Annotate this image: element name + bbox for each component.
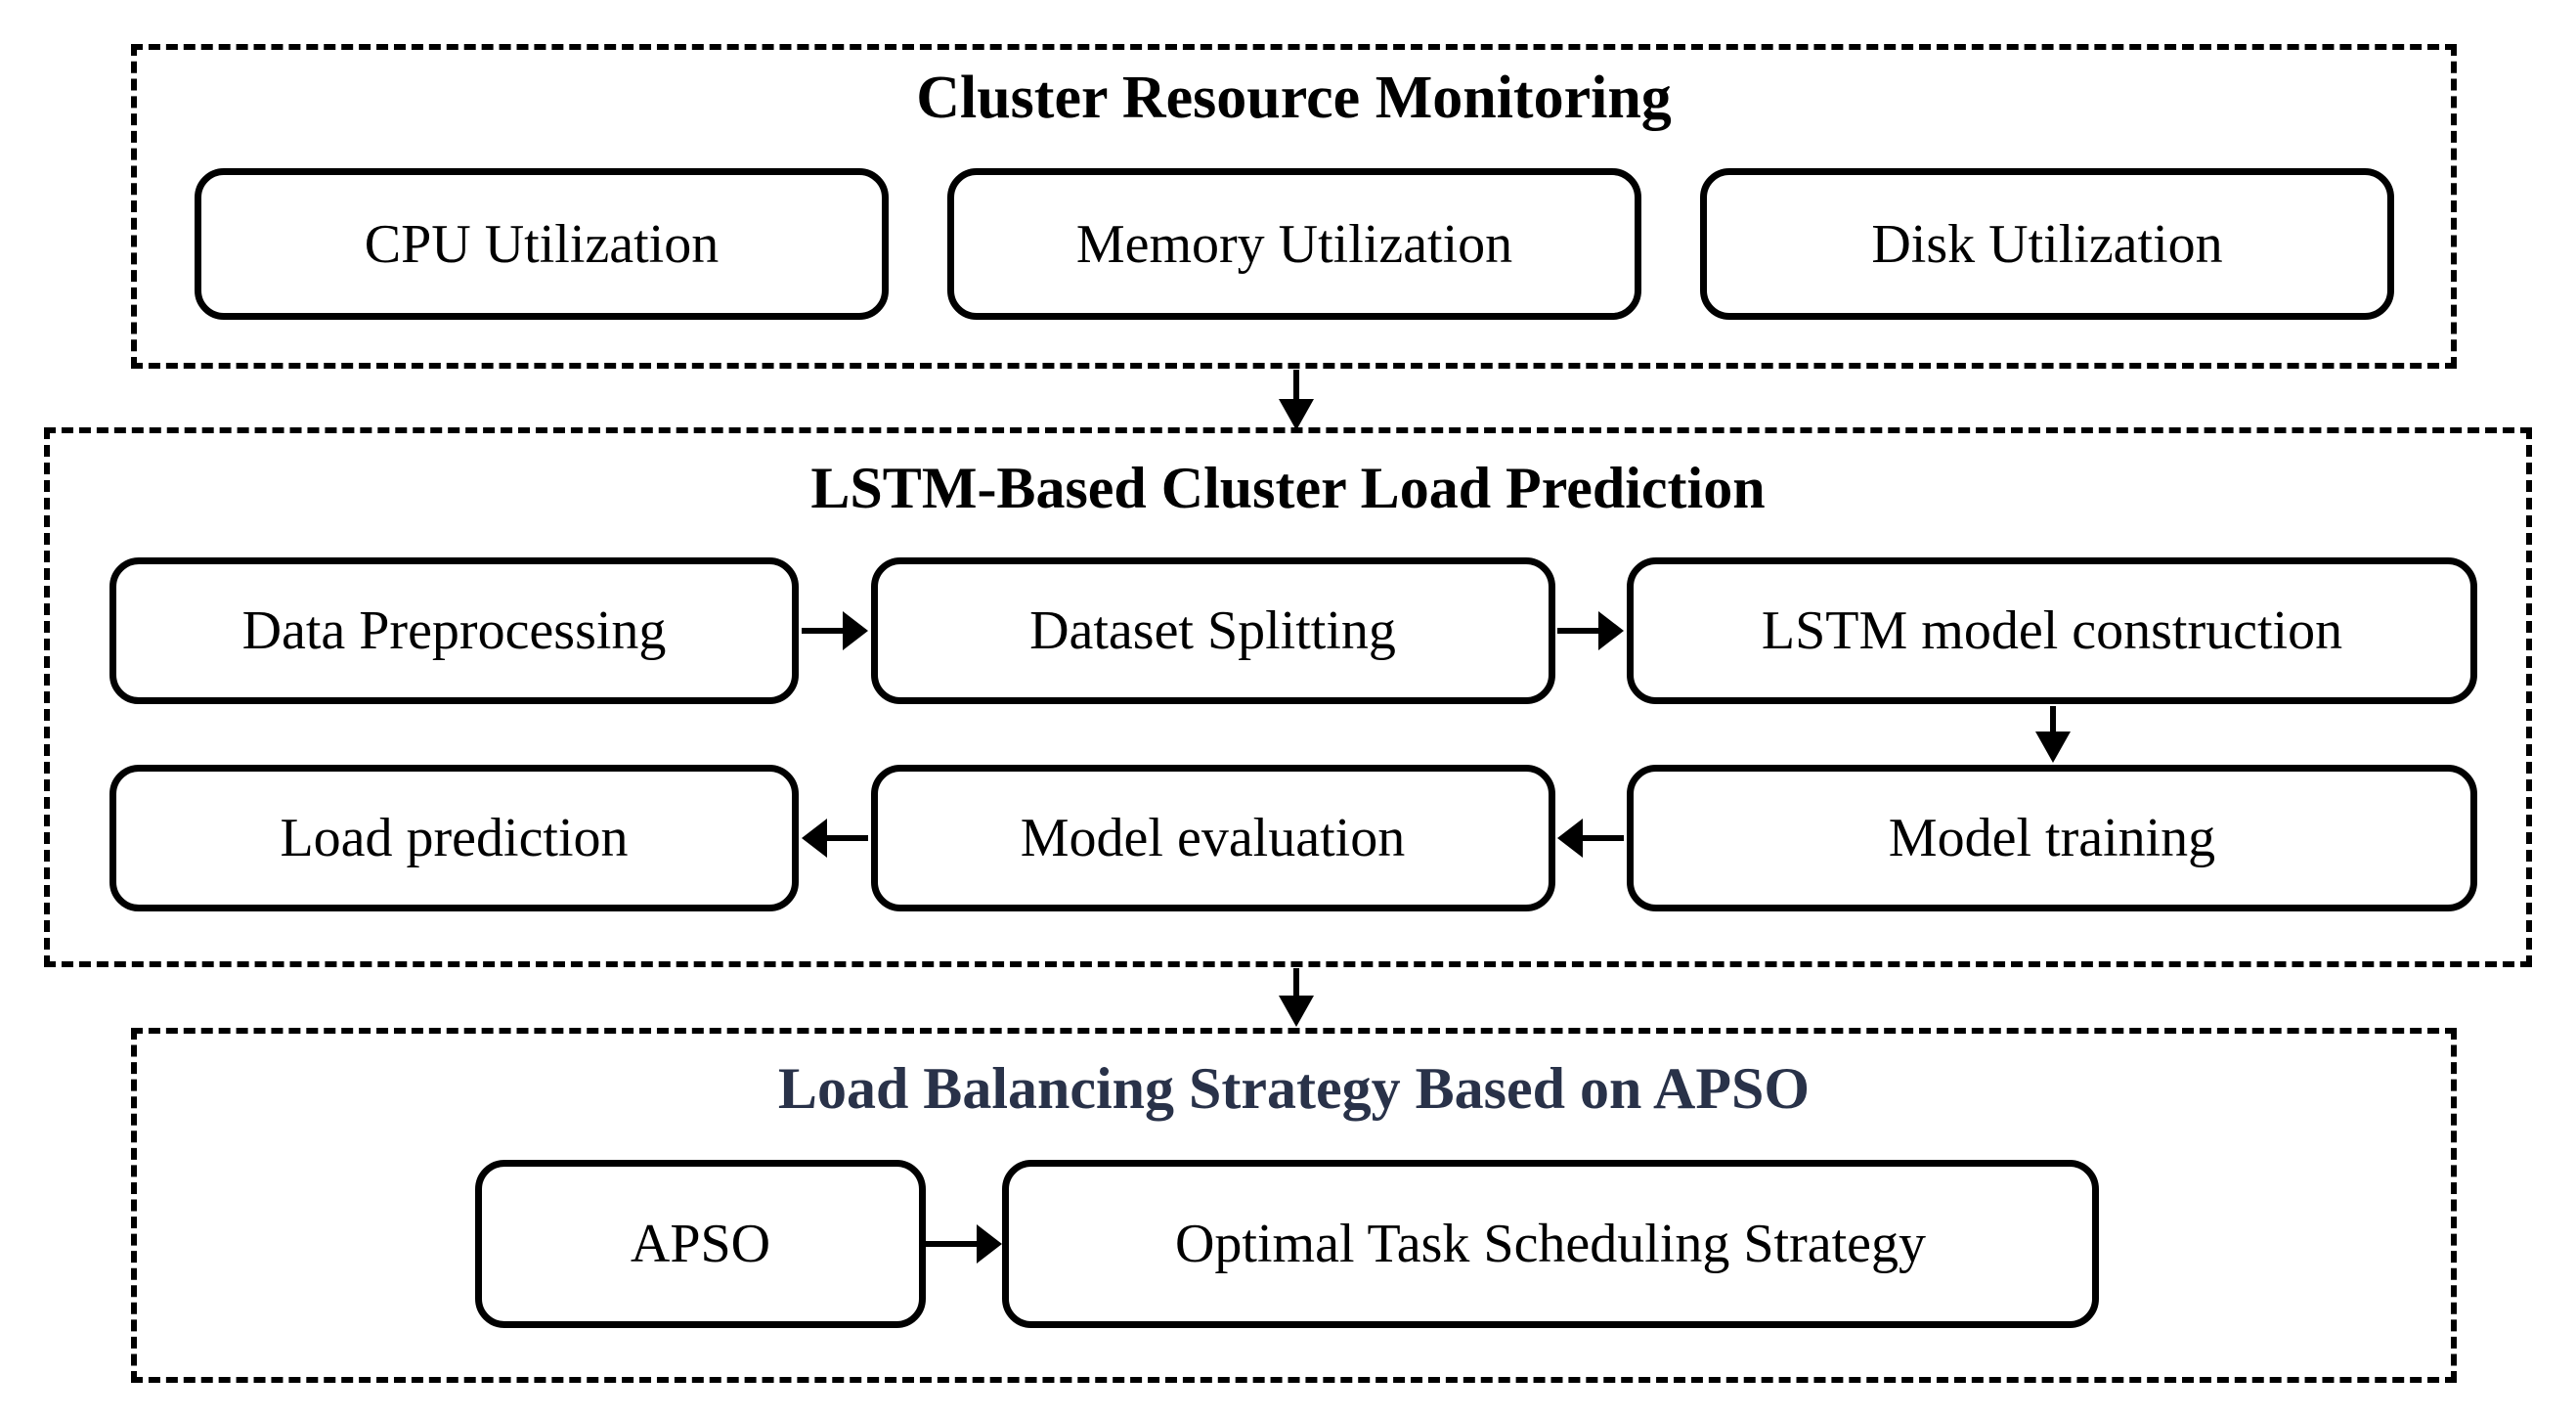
prediction-row-1: Data Preprocessing Dataset Splitting LST… (50, 557, 2526, 704)
node-model-training: Model training (1627, 765, 2477, 911)
arrow-slot (801, 817, 868, 860)
node-optimal-task-scheduling-strategy: Optimal Task Scheduling Strategy (1002, 1160, 2099, 1328)
node-apso: APSO (475, 1160, 926, 1328)
arrow-right-icon (801, 611, 868, 650)
prediction-title: LSTM-Based Cluster Load Prediction (810, 456, 1766, 520)
node-load-prediction: Load prediction (109, 765, 799, 911)
monitoring-section: Cluster Resource Monitoring CPU Utilizat… (131, 44, 2457, 369)
arrow-down-icon (2035, 706, 2071, 763)
arrow-slot (1557, 817, 1625, 860)
arrow-down-icon (1279, 968, 1314, 1027)
prediction-section: LSTM-Based Cluster Load Prediction Data … (44, 427, 2532, 967)
node-dataset-splitting: Dataset Splitting (870, 557, 1555, 704)
node-model-evaluation: Model evaluation (870, 765, 1555, 911)
node-cpu-utilization: CPU Utilization (195, 168, 889, 320)
node-data-preprocessing: Data Preprocessing (109, 557, 799, 704)
arrow-left-icon (801, 819, 868, 858)
monitoring-title: Cluster Resource Monitoring (916, 65, 1672, 131)
arrow-right-icon (924, 1224, 1002, 1264)
prediction-row-2: Load prediction Model evaluation Model t… (50, 765, 2526, 911)
node-memory-utilization: Memory Utilization (947, 168, 1641, 320)
monitoring-row: CPU Utilization Memory Utilization Disk … (137, 168, 2451, 320)
arrow-slot (1557, 609, 1625, 652)
arrow-right-icon (1557, 611, 1625, 650)
arrow-left-icon (1557, 819, 1625, 858)
balancing-title: Load Balancing Strategy Based on APSO (777, 1056, 1811, 1121)
balancing-section: Load Balancing Strategy Based on APSO AP… (131, 1028, 2457, 1383)
node-lstm-model-construction: LSTM model construction (1627, 557, 2477, 704)
node-disk-utilization: Disk Utilization (1700, 168, 2394, 320)
arrow-down-icon (1279, 370, 1314, 430)
arrow-slot (801, 609, 868, 652)
